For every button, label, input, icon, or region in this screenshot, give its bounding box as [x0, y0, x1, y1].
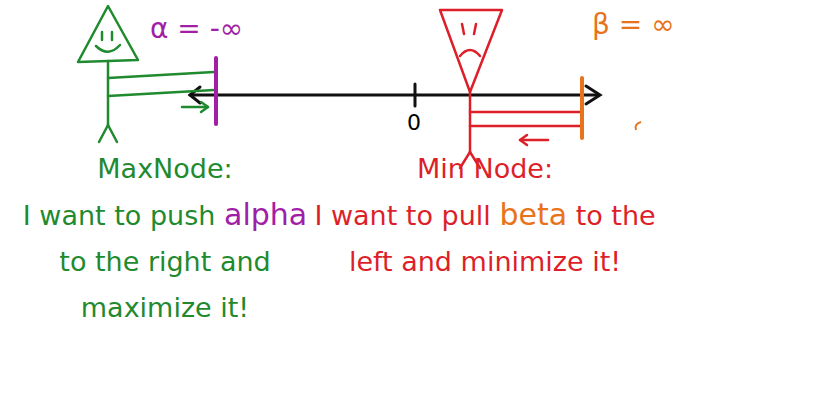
caption-text: I want to pull: [314, 200, 490, 231]
min-node-caption: Min Node:I want to pull beta to the left…: [305, 146, 665, 285]
keyword: alpha: [224, 197, 307, 232]
beta-value: β = ∞: [592, 8, 674, 41]
node-heading: MaxNode:: [20, 146, 310, 192]
node-heading: Min Node:: [305, 146, 665, 192]
alpha-value: α = -∞: [150, 12, 243, 45]
caption-text: to the right and maximize it!: [59, 246, 270, 323]
zero-tick-label: 0: [407, 110, 421, 135]
max-node-caption: MaxNode: I want to push alpha to the righ…: [20, 146, 310, 331]
caption-text: I want to push: [23, 200, 216, 231]
keyword: beta: [499, 197, 567, 232]
